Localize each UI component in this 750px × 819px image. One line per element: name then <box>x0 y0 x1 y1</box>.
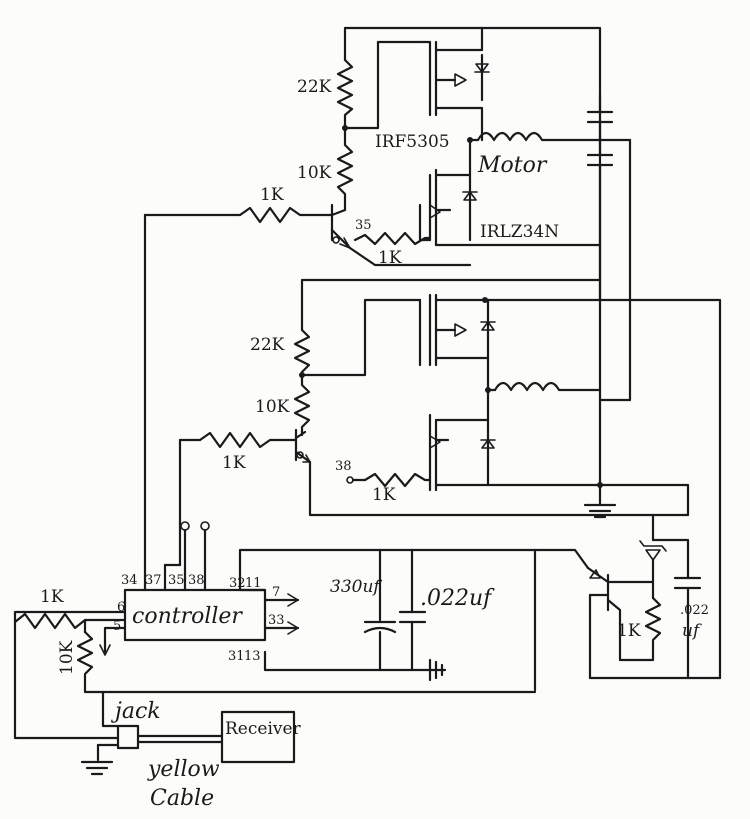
resistor-1k-pin38 <box>363 472 432 488</box>
label-cap-022b-2: uf <box>682 621 702 641</box>
label-pin38: 38 <box>335 459 352 474</box>
label-pin-34: 34 <box>121 573 138 588</box>
label-1k-base-bot: 1K <box>222 453 246 473</box>
label-pin-33: 33 <box>268 613 285 628</box>
resistor-22k-top <box>336 58 354 130</box>
resistor-1k-right <box>618 596 662 662</box>
label-1k-right: 1K <box>617 621 641 641</box>
ground-symbol-ctrl <box>428 658 444 682</box>
label-pin-11: 11 <box>245 576 262 591</box>
resistor-10k-top <box>336 126 354 212</box>
resistor-1k-base-bot <box>198 431 298 449</box>
label-10k-top: 10K <box>297 163 332 183</box>
label-receiver: Receiver <box>225 719 302 739</box>
label-pin-38: 38 <box>188 573 205 588</box>
label-pin-37: 37 <box>145 573 162 588</box>
label-pin-7: 7 <box>272 585 280 600</box>
transistor-bottom <box>294 428 490 517</box>
label-pin-32: 32 <box>229 576 246 591</box>
resistor-22k-bot <box>293 328 311 377</box>
top-bridge <box>143 26 632 567</box>
resistor-1k-pot <box>13 612 127 630</box>
capacitor-top-right <box>586 93 632 302</box>
receiver-box <box>220 710 296 764</box>
label-pin35: 35 <box>355 218 372 233</box>
label-10k-pot-wrap: 10K <box>57 640 77 675</box>
text-labels: 22K 10K 1K 35 1K IRF5305 Motor IRLZ34N 2… <box>40 77 709 811</box>
resistor-1k-pin35 <box>353 231 432 246</box>
label-10k-bot: 10K <box>255 397 290 417</box>
label-motor: Motor <box>477 153 548 178</box>
label-pin-6: 6 <box>117 600 125 615</box>
mosfet-p-bottom <box>418 293 496 397</box>
label-cable-2: Cable <box>150 786 214 811</box>
controller-section <box>13 521 537 776</box>
label-1k-base-top: 1K <box>260 185 284 205</box>
label-1k-pin38: 1K <box>372 485 396 505</box>
label-1k-pin35: 1K <box>378 248 402 268</box>
ground-symbol-jack <box>80 760 114 776</box>
label-cap-022b-1: .022 <box>680 603 709 618</box>
capacitor-022uf-a <box>398 548 427 672</box>
resistor-10k-pot <box>76 630 537 694</box>
mosfet-irf5305 <box>418 26 490 142</box>
label-cap-330: 330uf <box>330 577 382 597</box>
capacitor-330uf <box>363 548 397 672</box>
label-1k-pot: 1K <box>40 587 64 607</box>
transistor-right <box>586 566 722 680</box>
label-pin-13: 13 <box>244 649 261 664</box>
jack-connector <box>96 690 224 762</box>
resistor-10k-bot <box>293 373 311 437</box>
label-cable-1: yellow <box>147 757 220 782</box>
label-22k-bot: 22K <box>250 335 285 355</box>
label-pin-5: 5 <box>113 619 121 634</box>
zener-diode <box>606 513 667 584</box>
ground-symbol-mid <box>583 493 617 519</box>
bottom-bridge <box>178 278 722 680</box>
label-controller: controller <box>132 604 243 629</box>
label-irlz34n: IRLZ34N <box>480 222 559 242</box>
mosfet-n-bottom <box>428 393 690 517</box>
mosfet-irlz34n <box>418 138 602 247</box>
label-jack: jack <box>110 699 161 724</box>
right-driver <box>533 513 722 680</box>
label-pin-31: 31 <box>228 649 245 664</box>
label-22k-top: 22K <box>297 77 332 97</box>
resistor-1k-base-top <box>238 206 334 224</box>
motor-coil-bottom <box>485 381 602 393</box>
label-10k-pot: 10K <box>57 640 77 675</box>
capacitor-022uf-b <box>651 538 702 680</box>
controller-box <box>123 588 267 642</box>
transistor-top <box>330 203 352 250</box>
label-irf5305: IRF5305 <box>375 132 450 152</box>
label-cap-022a: .022uf <box>420 586 495 611</box>
label-pin-35: 35 <box>168 573 185 588</box>
motor-coil-top <box>467 131 602 143</box>
